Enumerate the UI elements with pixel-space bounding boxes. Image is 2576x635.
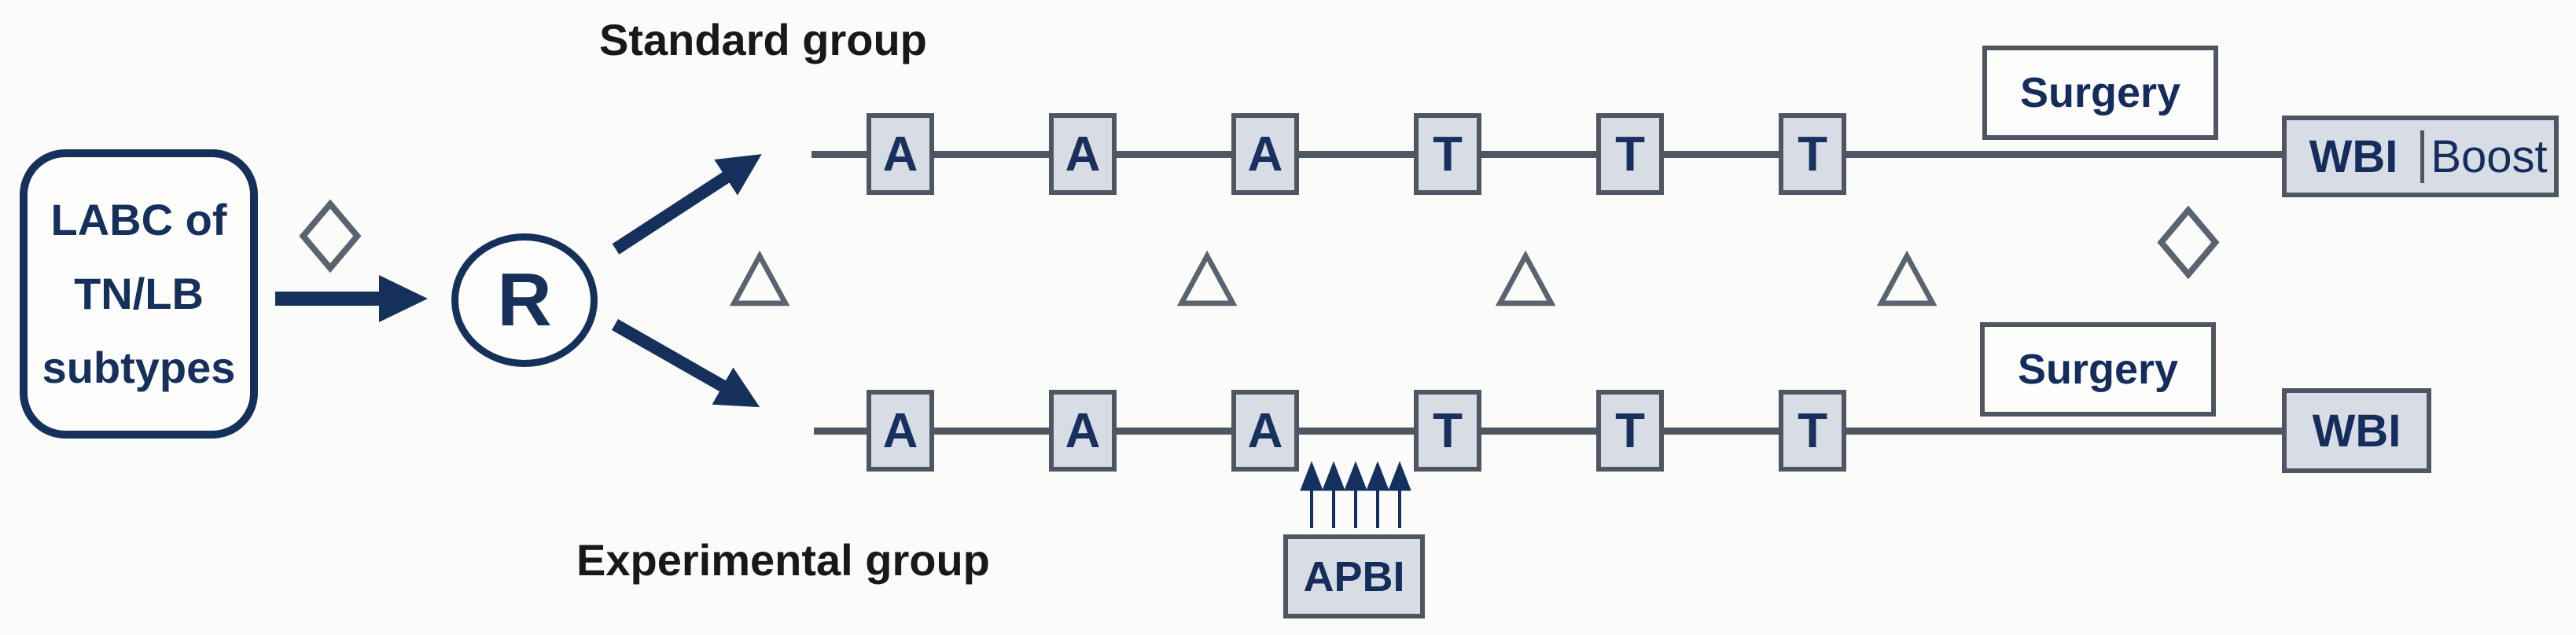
apbi-up-arrows-icon — [1300, 461, 1411, 528]
standard-wbi-boost-box: WBI Boost — [2282, 116, 2559, 197]
triangle-marker-icon-1: △ — [729, 237, 790, 308]
standard-group-label: Standard group — [599, 15, 927, 64]
experimental-chemo-box-3: A — [1231, 390, 1299, 472]
standard-surgery-box: Surgery — [1982, 46, 2218, 140]
diamond-marker-icon: ◇ — [300, 176, 362, 281]
wbi-label: WBI — [2309, 130, 2398, 182]
experimental-group-label: Experimental group — [576, 535, 990, 585]
triangle-glyph: △ — [1177, 234, 1237, 312]
experimental-chemo-box-1: A — [867, 390, 934, 472]
standard-arm-timeline — [811, 151, 2283, 158]
diamond-glyph: ◇ — [2158, 182, 2220, 288]
diamond-glyph: ◇ — [300, 176, 362, 281]
experimental-surgery-box: Surgery — [1980, 322, 2216, 417]
apbi-box: APBI — [1283, 534, 1425, 618]
standard-chemo-box-2: A — [1049, 113, 1117, 195]
triangle-marker-icon-4: △ — [1876, 237, 1938, 308]
triangle-marker-icon-3: △ — [1495, 237, 1556, 308]
experimental-wbi-box: WBI — [2282, 388, 2431, 473]
diamond-marker-icon-2: ◇ — [2158, 182, 2220, 288]
branch-arrow-down — [612, 319, 760, 408]
randomization-circle: R — [451, 233, 598, 367]
standard-chemo-box-3: A — [1231, 113, 1299, 195]
entry-to-randomization-arrow — [275, 275, 428, 322]
standard-chemo-box-6: T — [1779, 113, 1846, 195]
standard-chemo-box-1: A — [867, 113, 934, 195]
experimental-arm-timeline — [814, 428, 2284, 435]
experimental-chemo-box-4: T — [1414, 390, 1481, 472]
experimental-chemo-box-2: A — [1049, 390, 1117, 472]
triangle-marker-icon-2: △ — [1176, 237, 1238, 308]
triangle-glyph: △ — [1877, 234, 1937, 312]
triangle-glyph: △ — [1496, 234, 1555, 312]
boost-label: Boost — [2420, 130, 2554, 183]
entry-population-box: LABC of TN/LB subtypes — [20, 149, 258, 439]
experimental-chemo-box-5: T — [1596, 390, 1664, 472]
branch-arrow-up — [612, 154, 762, 255]
standard-chemo-box-5: T — [1596, 113, 1664, 195]
experimental-chemo-box-6: T — [1779, 390, 1846, 472]
triangle-glyph: △ — [730, 234, 789, 312]
standard-chemo-box-4: T — [1414, 113, 1481, 195]
